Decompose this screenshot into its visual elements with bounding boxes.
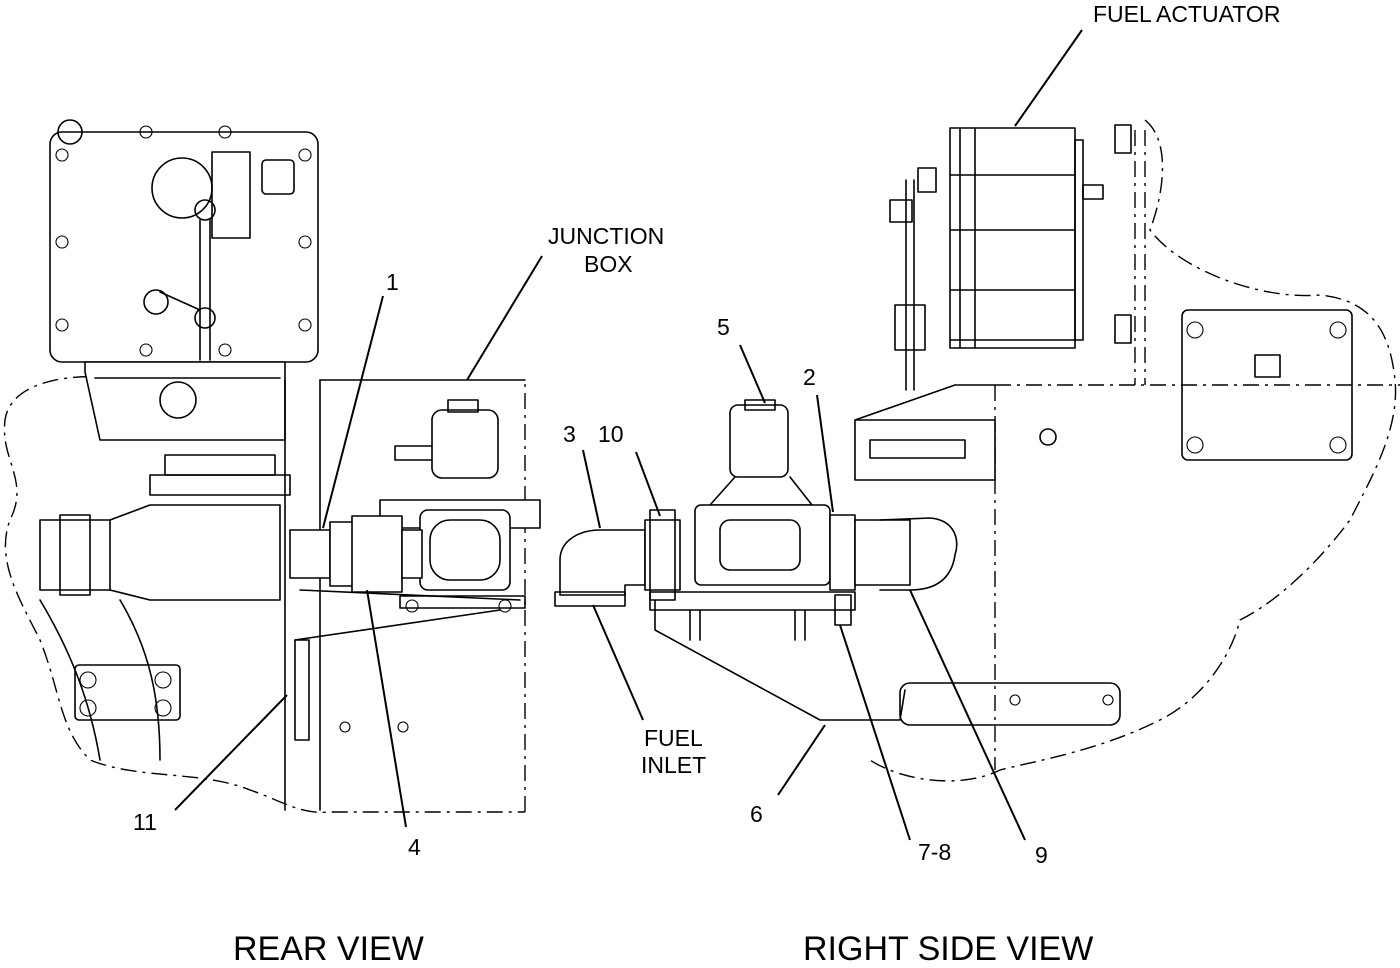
callout-11: 11 — [133, 809, 157, 835]
callout-5: 5 — [717, 314, 730, 340]
label-junction: JUNCTION — [548, 223, 664, 249]
leader-lines — [174, 29, 1083, 841]
callout-9: 9 — [1035, 842, 1048, 868]
callout-2: 2 — [803, 364, 816, 390]
label-fuel-actuator: FUEL ACTUATOR — [1093, 1, 1280, 27]
rear-view-drawing — [3, 119, 541, 814]
labels: FUEL ACTUATOR JUNCTION BOX FUEL INLET 1 … — [133, 1, 1280, 968]
callout-6: 6 — [750, 801, 763, 827]
rear-view-title: REAR VIEW — [233, 930, 424, 968]
label-inlet: INLET — [641, 752, 706, 778]
right-side-view-drawing — [554, 119, 1400, 782]
callout-1: 1 — [386, 269, 399, 295]
callout-10: 10 — [598, 421, 624, 447]
label-box: BOX — [584, 251, 633, 277]
right-side-view-title: RIGHT SIDE VIEW — [803, 930, 1093, 968]
callout-3: 3 — [563, 421, 576, 447]
callout-4: 4 — [408, 834, 421, 860]
callout-7-8: 7-8 — [918, 839, 951, 865]
label-fuel: FUEL — [644, 725, 703, 751]
